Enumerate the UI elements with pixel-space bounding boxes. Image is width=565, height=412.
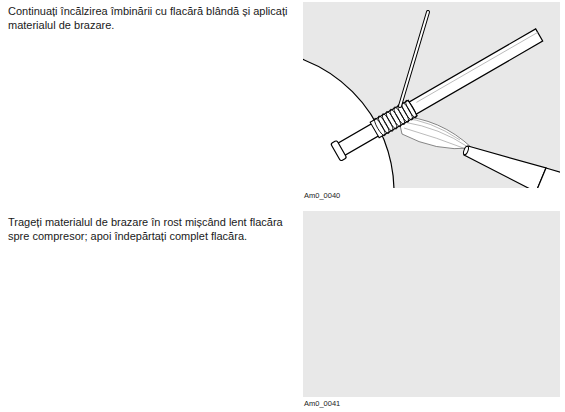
suction-tube — [331, 26, 545, 161]
figure-code: Am0_0040 — [304, 191, 424, 201]
instruction-text: Trageți materialul de brazare în rost mi… — [8, 215, 300, 244]
torch-nozzle — [464, 146, 546, 188]
figure-code: Am0_0041 — [304, 399, 424, 409]
instruction-text: Continuați încălzirea îmbinării cu flacă… — [8, 4, 300, 33]
